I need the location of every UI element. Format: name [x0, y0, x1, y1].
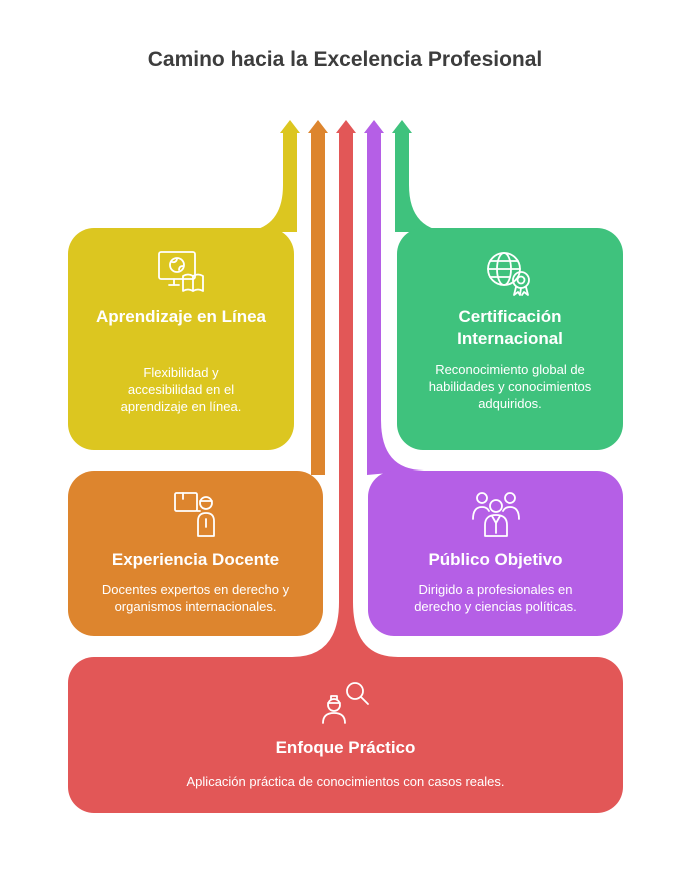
arrow-yellow-head	[280, 120, 300, 133]
card-international-certification-description: Reconocimiento global de habilidades y c…	[428, 362, 592, 411]
arrow-green-head	[392, 120, 412, 133]
arrow-orange-head	[308, 120, 328, 133]
arrow-orange-shaft	[311, 133, 325, 475]
arrow-red-shaft	[292, 133, 398, 657]
arrow-yellow-shaft	[228, 133, 297, 232]
card-practical-approach-description: Aplicación práctica de conocimientos con…	[186, 774, 505, 789]
card-international-certification: Certificación Internacional Reconocimien…	[397, 228, 623, 450]
arrow-red-head	[336, 120, 356, 133]
online-learning-icon	[155, 249, 207, 300]
arrow-green-shaft	[395, 133, 454, 232]
card-target-audience-description: Dirigido a profesionales en derecho y ci…	[414, 582, 577, 614]
arrow-purple-shaft	[367, 133, 424, 475]
audience-group-icon	[470, 489, 522, 544]
card-online-learning-description: Flexibilidad y accesibilidad en el apren…	[120, 365, 242, 414]
card-teaching-experience-description: Docentes expertos en derecho y organismo…	[101, 582, 290, 614]
practical-search-icon	[319, 679, 373, 730]
globe-certificate-icon	[484, 249, 536, 302]
card-target-audience-title: Público Objetivo	[428, 550, 563, 569]
arrow-purple-head	[364, 120, 384, 133]
card-international-certification-title: Certificación Internacional	[457, 307, 563, 348]
card-practical-approach: Enfoque Práctico Aplicación práctica de …	[68, 657, 623, 813]
card-online-learning: Aprendizaje en Línea Flexibilidad y acce…	[68, 228, 294, 450]
card-teaching-experience-title: Experiencia Docente	[111, 550, 280, 569]
card-online-learning-title: Aprendizaje en Línea	[95, 307, 267, 326]
card-teaching-experience: Experiencia Docente Docentes expertos en…	[68, 471, 323, 636]
card-target-audience: Público Objetivo Dirigido a profesionale…	[368, 471, 623, 636]
page-title: Camino hacia la Excelencia Profesional	[147, 48, 543, 71]
card-practical-approach-title: Enfoque Práctico	[275, 738, 416, 757]
teacher-icon	[171, 489, 221, 544]
